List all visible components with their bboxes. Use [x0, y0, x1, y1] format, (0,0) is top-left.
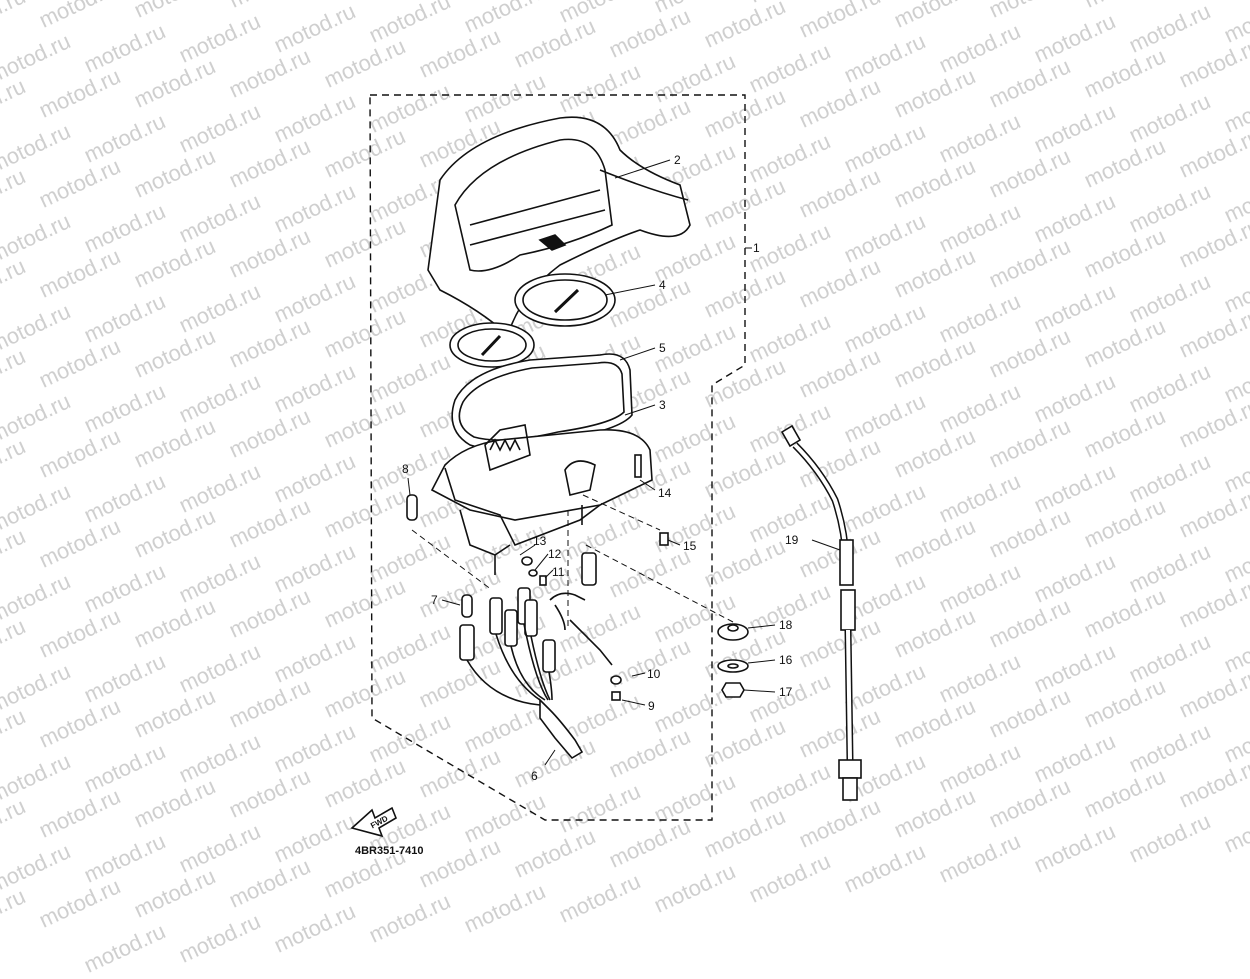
small-hardware-parts — [521, 454, 669, 701]
callout-10: 10 — [647, 667, 661, 681]
wire-harness-part — [459, 552, 613, 760]
callout-19: 19 — [785, 533, 799, 547]
callout-2: 2 — [674, 153, 681, 167]
callout-16: 16 — [779, 653, 793, 667]
callout-13: 13 — [533, 534, 547, 548]
callout-1: 1 — [753, 241, 760, 255]
callout-12: 12 — [548, 547, 562, 561]
parts-diagram: FWD 1 2 3 4 5 6 7 8 9 10 11 12 13 14 15 … — [350, 94, 862, 838]
callout-4: 4 — [659, 278, 666, 292]
callout-9: 9 — [648, 699, 655, 713]
gauge-faces-part — [449, 273, 616, 414]
gasket-part — [451, 353, 633, 450]
bulb-part-7 — [461, 594, 473, 618]
callout-7: 7 — [431, 593, 438, 607]
callout-5: 5 — [659, 341, 666, 355]
fwd-arrow-icon — [350, 806, 397, 838]
callout-11: 11 — [552, 565, 565, 579]
callout-14: 14 — [658, 486, 672, 500]
callout-17: 17 — [779, 685, 793, 699]
meter-housing-part — [430, 424, 653, 575]
callout-6: 6 — [531, 769, 538, 783]
bulb-part-8 — [406, 494, 418, 521]
diagram-code: 4BR351-7410 — [355, 845, 424, 857]
speedometer-cable-part — [780, 424, 862, 801]
mount-hardware-parts — [717, 623, 749, 698]
callout-8: 8 — [402, 462, 409, 476]
callout-3: 3 — [659, 398, 666, 412]
callout-15: 15 — [683, 539, 697, 553]
leader-lines — [407, 159, 841, 766]
assembly-boundary — [369, 94, 746, 821]
callout-labels: 1 2 3 4 5 6 7 8 9 10 11 12 13 14 15 16 1… — [402, 153, 799, 783]
callout-18: 18 — [779, 618, 793, 632]
